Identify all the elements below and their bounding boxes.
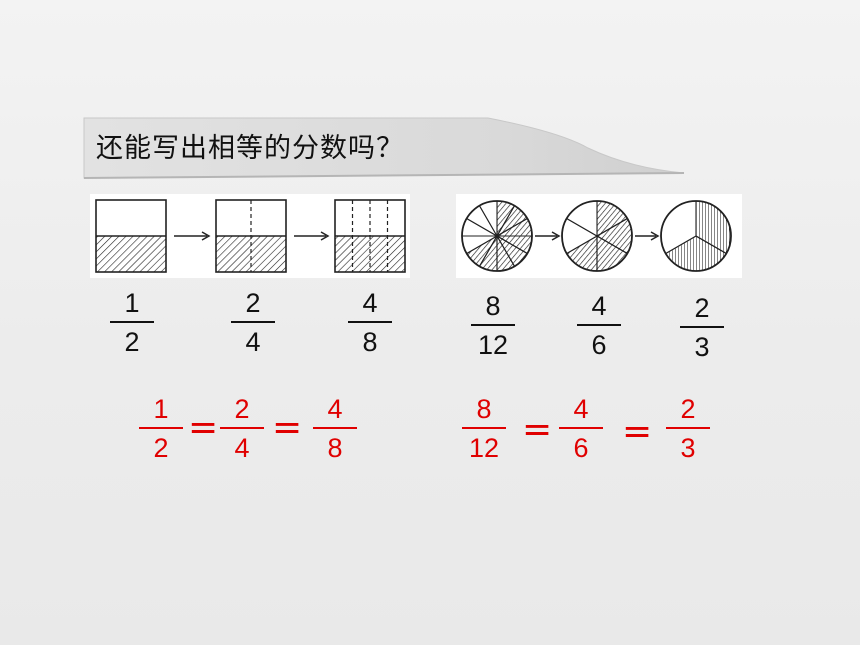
denominator: 6 [573,433,589,463]
denominator: 8 [362,327,378,357]
fraction-bar [220,427,264,429]
equals-sign: = [522,409,553,450]
fraction-bar [462,427,506,429]
fraction-bar [139,427,183,429]
equation-left-fraction-3: 4 8 [307,395,363,462]
rectangle-figures [95,199,406,273]
rectangle-figure-3 [334,199,406,273]
denominator: 4 [234,433,250,463]
numerator: 2 [234,394,250,424]
fraction-bar [559,427,603,429]
arrow-head [320,231,330,241]
denominator: 2 [153,433,169,463]
circle-figures-panel [456,194,742,278]
numerator: 4 [591,291,607,321]
circle-outline [660,200,732,272]
equals-sign: = [272,407,303,448]
equals-sign: = [622,411,653,452]
circle-figure-3 [660,200,732,272]
arrow-head [201,231,211,241]
denominator: 4 [245,327,261,357]
denominator: 12 [477,330,509,360]
numerator: 2 [680,394,696,424]
numerator: 4 [362,288,378,318]
equation-left-fraction-2: 2 4 [214,395,270,462]
arrow-icon [294,231,330,241]
fraction-bar [471,324,515,326]
page-title: 还能写出相等的分数吗？ [96,133,404,164]
numerator: 2 [245,288,261,318]
fraction-circle-3: 2 3 [674,294,730,361]
arrow-head [650,231,660,241]
numerator: 4 [327,394,343,424]
fraction-circle-1: 8 12 [465,292,521,359]
equation-right-fraction-1: 8 12 [456,395,512,462]
denominator: 3 [694,332,710,362]
denominator: 8 [327,433,343,463]
denominator: 2 [124,327,140,357]
arrow-head [551,231,561,241]
title-banner [83,117,685,179]
equation-left-fraction-1: 1 2 [133,395,189,462]
numerator: 4 [573,394,589,424]
fraction-bar [666,427,710,429]
circle-figures [461,200,732,272]
fraction-bar [680,326,724,328]
denominator: 3 [680,433,696,463]
circle-figure-1 [461,200,533,272]
shaded-half [96,236,166,272]
arrow-icon [535,231,561,241]
fraction-bar [348,321,392,323]
equation-right-fraction-2: 4 6 [553,395,609,462]
arrow-icon [174,231,211,241]
circle-outline [561,200,633,272]
equation-right-fraction-3: 2 3 [660,395,716,462]
fraction-rect-2: 2 4 [225,289,281,356]
circle-figure-2 [561,200,633,272]
rectangle-figure-1 [95,199,167,273]
equals-sign: = [188,407,219,448]
fraction-rect-1: 1 2 [104,289,160,356]
fraction-rect-3: 4 8 [342,289,398,356]
fraction-circle-2: 4 6 [571,292,627,359]
numerator: 1 [153,394,169,424]
fraction-bar [313,427,357,429]
fraction-bar [577,324,621,326]
rectangle-figures-panel [90,194,410,278]
numerator: 1 [124,288,140,318]
circle-outline [461,200,533,272]
rectangle-figure-2 [215,199,287,273]
numerator: 8 [476,394,492,424]
denominator: 6 [591,330,607,360]
arrow-icon [635,231,660,241]
denominator: 12 [468,433,500,463]
fraction-bar [110,321,154,323]
numerator: 2 [694,293,710,323]
numerator: 8 [485,291,501,321]
fraction-bar [231,321,275,323]
